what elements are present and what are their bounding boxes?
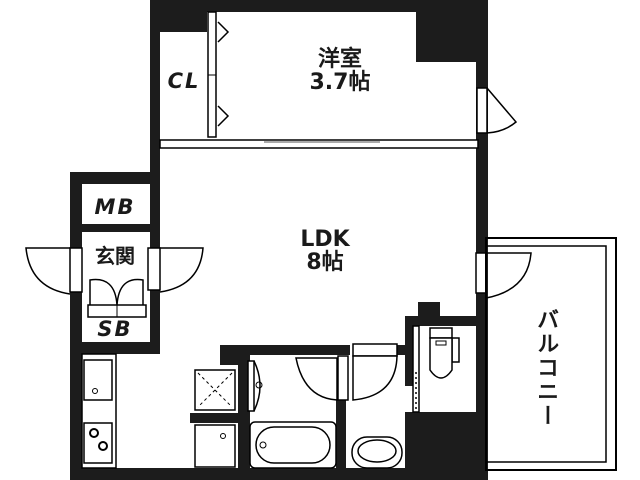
room-size: 8帖 bbox=[306, 250, 344, 276]
western-room-label: 洋室 3.7帖 bbox=[290, 48, 390, 94]
wall-top bbox=[150, 0, 488, 12]
sliding-door bbox=[159, 139, 479, 149]
shoe-box-label: SB bbox=[97, 317, 133, 341]
room-name: 洋室 bbox=[317, 47, 362, 72]
bathtub-icon bbox=[249, 421, 337, 469]
balcony-label: バルコニー bbox=[533, 308, 559, 428]
closet-label: CL bbox=[167, 69, 201, 93]
sink-icon bbox=[83, 359, 113, 401]
ldk-label: LDK 8帖 bbox=[280, 228, 370, 274]
entrance-door-swing bbox=[25, 247, 71, 295]
meter-box-label: MB bbox=[94, 195, 136, 219]
refrigerator-space bbox=[194, 424, 236, 468]
toilet-icon bbox=[429, 337, 453, 379]
stove-icon bbox=[83, 422, 113, 464]
wash-basin-icon bbox=[351, 436, 403, 469]
room-size: 3.7帖 bbox=[309, 70, 371, 96]
room-name: LDK bbox=[300, 227, 350, 252]
entrance-label: 玄関 bbox=[95, 244, 135, 268]
